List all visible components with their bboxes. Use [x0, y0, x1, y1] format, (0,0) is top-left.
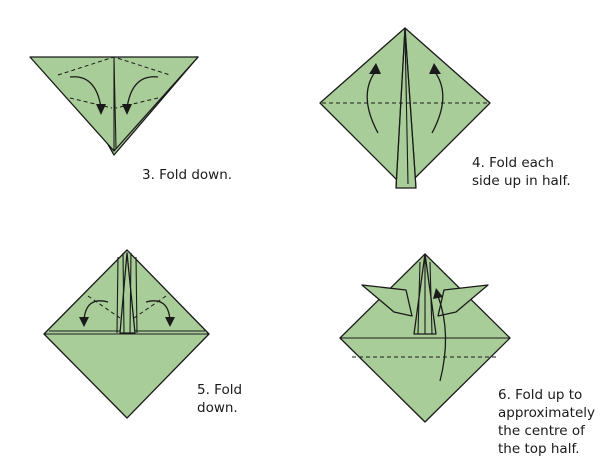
step-3-fold-arrow-right — [126, 76, 159, 109]
step-3-fold-arrow-left — [69, 76, 102, 109]
step-4-fold-arrow-left — [366, 71, 379, 134]
step-5-fold-arrow-right — [145, 300, 171, 321]
step-4-caption: 4. Fold each side up in half. — [472, 155, 571, 189]
step-6-caption: 6. Fold up to approximately the centre o… — [498, 387, 596, 457]
step-4-fold-arrow-right — [431, 71, 444, 134]
step-5-fold-arrow-left — [83, 300, 109, 321]
step-5-caption: 5. Fold down. — [197, 382, 243, 416]
step-6-illustration — [339, 253, 511, 423]
step-5-illustration — [43, 249, 210, 419]
step-6-fold-arrow — [437, 295, 447, 382]
step-3-illustration — [29, 56, 199, 156]
step-3-caption: 3. Fold down. — [142, 167, 233, 183]
step-4-illustration — [319, 27, 491, 189]
